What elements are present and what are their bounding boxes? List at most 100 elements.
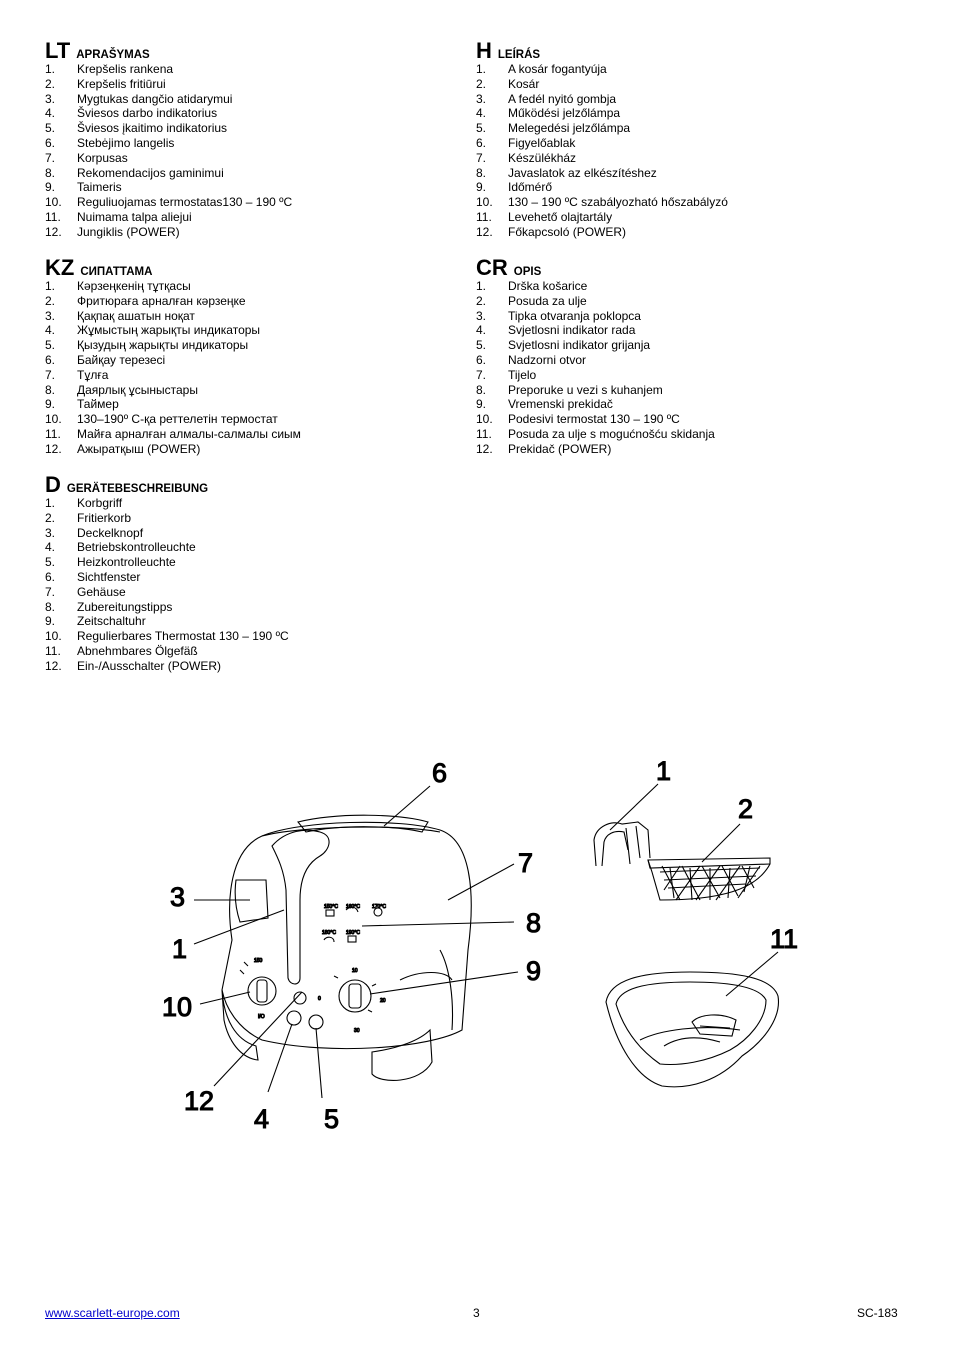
item-text: Heizkontrolleuchte (77, 555, 176, 570)
deep-fryer-illustration: 150°C 160°C 170°C 180°C 190°C 150 10 20 … (161, 755, 798, 1134)
item-number: 8. (45, 382, 56, 397)
item-text: Gehäuse (77, 584, 126, 599)
list-item: 11.Nuimama talpa aliejui (45, 210, 445, 225)
item-text: Krepšelis rankena (77, 62, 174, 76)
dial-label: I/O (258, 1014, 265, 1020)
item-number: 8. (45, 165, 56, 180)
list-item: 5.Қызудың жарықты индикаторы (45, 338, 445, 353)
item-text: Időmérő (508, 180, 553, 195)
thermostat-knob-drawing (247, 976, 277, 1006)
list-item: 6.Sichtfenster (45, 570, 445, 585)
list-item: 11.Levehető olajtartály (476, 210, 876, 225)
footer-url[interactable]: www.scarlett-europe.com (45, 1306, 180, 1320)
item-number: 10. (476, 195, 493, 210)
list-item: 1.Drška košarice (476, 279, 876, 294)
list-item: 2.Krepšelis fritiūrui (45, 77, 445, 92)
item-number: 5. (45, 555, 56, 570)
list-item: 10. Podesivi termostat 130 – 190 ºC (476, 412, 876, 427)
item-text: Korpusas (77, 150, 128, 165)
model-number: SC-183 (857, 1306, 898, 1320)
item-number: 12. (45, 224, 62, 239)
list-item: 6.Байқау терезесі (45, 353, 445, 368)
item-number: 10. (45, 629, 62, 644)
item-number: 3. (45, 525, 56, 540)
language-code: LT (45, 38, 71, 63)
list-item: 4.Betriebskontrolleuchte (45, 540, 445, 555)
item-text: Deckelknopf (77, 525, 144, 540)
callout-8: 8 (526, 908, 541, 938)
temp-label: 170°C (372, 904, 386, 910)
item-number: 11. (45, 209, 61, 224)
item-number: 6. (45, 352, 56, 367)
item-text: A fedél nyitó gombja (508, 91, 617, 106)
list-item: 5. Heizkontrolleuchte (45, 555, 445, 570)
list-item: 12.Jungiklis (POWER) (45, 225, 445, 240)
item-text: Sichtfenster (77, 569, 141, 584)
dial-label: 10 (352, 968, 358, 974)
item-text: Stebėjimo langelis (77, 135, 175, 150)
list-item: 10.Regulierbares Thermostat 130 – 190 ºC (45, 629, 445, 644)
language-code: CR (476, 255, 508, 280)
callout-leaders (193, 783, 779, 1099)
item-number: 6. (476, 352, 487, 367)
item-text: Javaslatok az elkészítéshez (508, 165, 657, 180)
callout-3: 3 (170, 882, 185, 912)
item-text: Reguliuojamas termostatas130 – 190 ºC (77, 195, 293, 210)
item-number: 10. (476, 412, 493, 427)
item-number: 8. (476, 165, 487, 180)
item-text: Készülékház (508, 150, 577, 165)
list-item: 5.Melegedési jelzőlámpa (476, 121, 876, 136)
item-text: Tipka otvaranja poklopca (508, 308, 641, 323)
callout-11: 11 (770, 924, 798, 954)
item-text: Kosár (508, 76, 540, 91)
observation-window-drawing (297, 814, 429, 833)
item-text: Preporuke u vezi s kuhanjem (508, 382, 663, 397)
item-number: 4. (476, 323, 487, 338)
temp-label: 190°C (346, 930, 360, 936)
item-number: 8. (476, 382, 487, 397)
item-number: 6. (476, 135, 487, 150)
item-number: 12. (45, 658, 62, 673)
item-text: A kosár fogantyúja (508, 62, 607, 76)
list-item: 12.Főkapcsoló (POWER) (476, 225, 876, 240)
item-text: Фритюраға арналған кәрзеңке (77, 293, 246, 308)
item-number: 6. (45, 135, 56, 150)
item-text: Főkapcsoló (POWER) (508, 224, 627, 239)
item-number: 8. (45, 599, 56, 614)
item-text: Podesivi termostat 130 – 190 ºC (508, 412, 680, 427)
list-item: 5.Šviesos įkaitimo indikatorius (45, 121, 445, 136)
temp-label: 180°C (322, 930, 336, 936)
item-number: 4. (45, 323, 56, 338)
callout-9: 9 (526, 956, 541, 986)
item-text: Даярлық ұсыныстары (77, 382, 198, 397)
item-text: 130 – 190 ºC szabályozható hőszabályzó (508, 195, 728, 210)
item-text: Működési jelzőlámpa (508, 106, 621, 121)
list-item: 1.Krepšelis rankena (45, 62, 445, 77)
item-number: 1. (45, 279, 56, 293)
item-text: Mygtukas dangčio atidarymui (77, 91, 233, 106)
list-item: 8. Javaslatok az elkészítéshez (476, 166, 876, 181)
temp-label: 150°C (324, 904, 338, 910)
item-number: 4. (45, 106, 56, 121)
item-number: 9. (476, 180, 487, 195)
callout-6: 6 (432, 758, 447, 788)
list-item: 3.Tipka otvaranja poklopca (476, 309, 876, 324)
website-link[interactable]: www.scarlett-europe.com (45, 1306, 180, 1320)
item-text: Vremenski prekidač (508, 397, 613, 412)
list-item: 9.Taimeris (45, 180, 445, 195)
list-item: 3.Қақпақ ашатын ноқат (45, 309, 445, 324)
item-text: Қақпақ ашатын ноқат (77, 308, 195, 323)
item-number: 7. (45, 367, 56, 382)
callout-10: 10 (162, 992, 192, 1022)
item-number: 4. (45, 540, 56, 555)
list-item: 12.Ein-/Ausschalter (POWER) (45, 659, 445, 674)
power-switch-drawing (293, 991, 307, 1005)
